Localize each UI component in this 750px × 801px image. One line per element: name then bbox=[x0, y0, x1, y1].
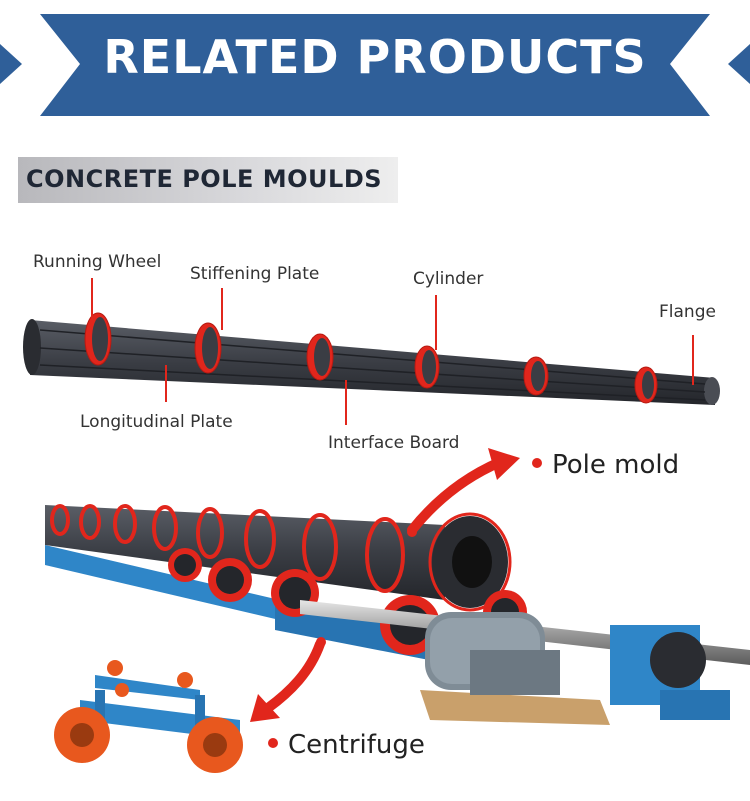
label-interface-board: Interface Board bbox=[328, 433, 460, 453]
mould-body bbox=[23, 319, 720, 405]
leader-lines bbox=[91, 278, 694, 425]
longitudinal-ribs bbox=[39, 329, 706, 401]
pole-mold-arrow bbox=[407, 448, 520, 537]
label-flange: Flange bbox=[659, 302, 716, 322]
banner-title: RELATED PRODUCTS bbox=[103, 30, 647, 84]
centrifuge-frame bbox=[54, 660, 243, 773]
bullet-dot-icon bbox=[532, 457, 542, 468]
label-stiffening-plate: Stiffening Plate bbox=[190, 264, 320, 284]
section-heading: CONCRETE POLE MOULDS bbox=[18, 157, 398, 203]
centrifuge-arrow bbox=[250, 637, 326, 722]
banner-background bbox=[0, 14, 750, 116]
callout-centrifuge: Centrifuge bbox=[268, 730, 425, 760]
label-cylinder: Cylinder bbox=[413, 269, 484, 289]
callout-pole-mold-text: Pole mold bbox=[552, 450, 680, 480]
section-heading-text: CONCRETE POLE MOULDS bbox=[26, 165, 383, 193]
label-running-wheel: Running Wheel bbox=[33, 252, 162, 272]
centrifuge-machine bbox=[45, 504, 750, 725]
bullet-dot-icon bbox=[268, 737, 278, 748]
label-longitudinal-plate: Longitudinal Plate bbox=[80, 412, 233, 432]
callout-pole-mold: Pole mold bbox=[532, 450, 679, 480]
callout-centrifuge-text: Centrifuge bbox=[288, 730, 425, 760]
